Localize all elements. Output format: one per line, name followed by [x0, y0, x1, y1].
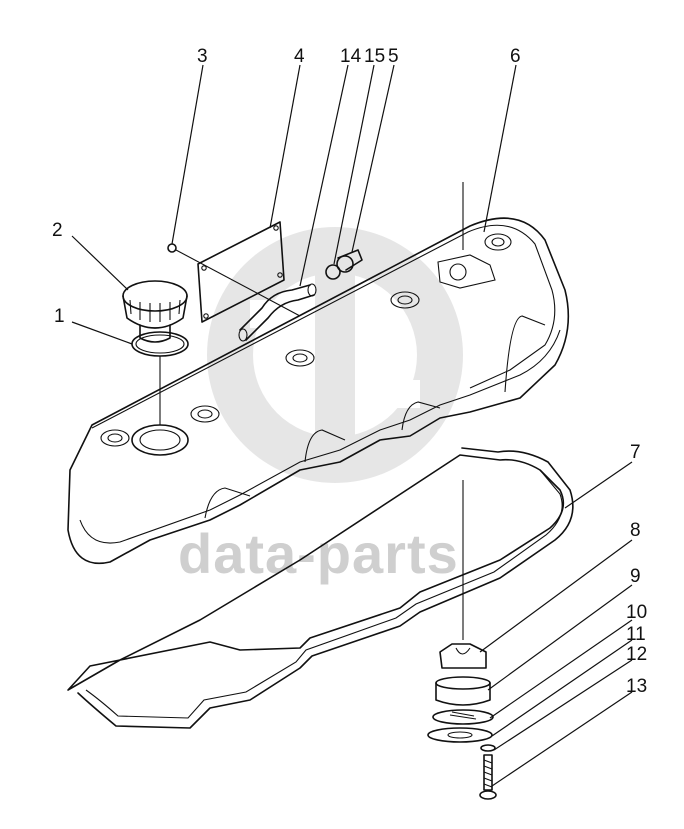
callout-9: 9	[630, 566, 641, 587]
oil-filler-cap	[122, 280, 188, 343]
mounting-hardware-stack	[427, 480, 497, 800]
callout-8: 8	[630, 520, 641, 541]
callout-12: 12	[626, 644, 647, 665]
callout-2: 2	[52, 220, 63, 241]
breather-hose	[238, 283, 317, 342]
valve-cover	[67, 182, 570, 564]
callout-14: 14	[340, 46, 362, 67]
callout-15: 15	[364, 46, 385, 67]
callout-5: 5	[388, 46, 399, 67]
hose-clamp-and-fitting	[325, 249, 363, 280]
callout-4: 4	[294, 46, 305, 67]
valve-cover-gasket	[67, 447, 574, 729]
callout-13: 13	[626, 676, 647, 697]
callout-11: 11	[626, 624, 646, 645]
leader-lines	[71, 64, 633, 787]
watermark-text: data-parts	[178, 522, 459, 585]
nameplate	[197, 221, 285, 323]
callout-6: 6	[510, 46, 521, 67]
watermark-logo	[207, 227, 463, 483]
callout-7: 7	[630, 442, 641, 463]
o-ring	[131, 331, 189, 425]
callout-10: 10	[626, 602, 647, 623]
callout-3: 3	[197, 46, 208, 67]
callout-numbers: 3 4 14 15 5 6 2 1 7 8 9 10 11 12 13	[52, 46, 647, 697]
callout-1: 1	[54, 306, 65, 327]
